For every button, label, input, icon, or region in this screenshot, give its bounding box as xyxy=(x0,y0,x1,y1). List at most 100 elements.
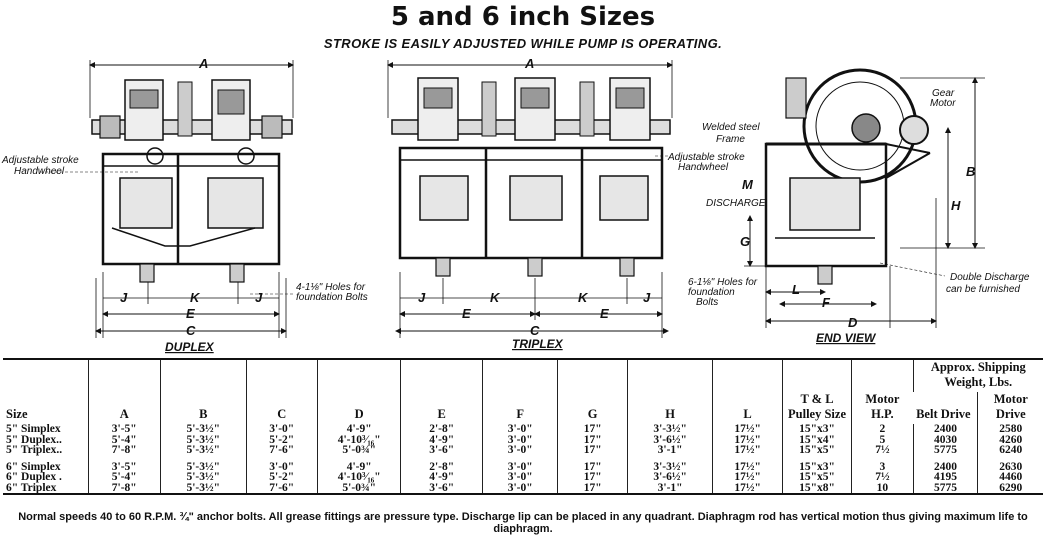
table-cell: 5775 xyxy=(912,482,978,494)
table-cell: 5'-3½" xyxy=(159,445,246,456)
table-cell: 5'-0¾" xyxy=(316,482,401,494)
col-h: H xyxy=(626,359,713,424)
end-view-drawing xyxy=(744,68,985,328)
table-row: 5" Triplex..7'-8"5'-3½"7'-6"5'-0¾"3'-6"3… xyxy=(3,445,1043,456)
duplex-dim-e: E xyxy=(186,306,195,321)
table-cell: 3'-6½" xyxy=(626,434,713,445)
table-cell: 4'-9" xyxy=(400,434,483,445)
triplex-dim-j1: J xyxy=(418,290,426,305)
col-motor-drive: Motor Drive xyxy=(977,392,1043,424)
table-cell: 7½ xyxy=(851,445,914,456)
table-cell: 3'-0" xyxy=(245,455,318,472)
table-cell: 4'-10³⁄₁₆" xyxy=(316,434,401,445)
col-c: C xyxy=(245,359,318,424)
table-cell: 3'-0" xyxy=(245,424,318,435)
end-view-dim-l: L xyxy=(792,282,800,297)
table-cell: 6290 xyxy=(977,482,1043,494)
triplex-bolts-label-1: 6-1⅛" Holes for xyxy=(688,277,758,288)
duplex-caption: DUPLEX xyxy=(165,340,215,354)
triplex-dim-e2: E xyxy=(600,306,609,321)
duplex-bolts-label-2: foundation Bolts xyxy=(296,292,368,303)
table-cell: 17½" xyxy=(712,434,783,445)
col-pulley-size: T & L Pulley Size xyxy=(781,359,852,424)
col-group-shipping-weight: Approx. Shipping Weight, Lbs. xyxy=(912,359,1043,392)
col-size: Size xyxy=(6,407,28,421)
table-cell: 2'-8" xyxy=(400,424,483,435)
table-cell: 17" xyxy=(557,424,628,435)
table-cell: 2 xyxy=(851,424,914,435)
table-cell: 5" Simplex xyxy=(6,423,61,435)
end-view-discharge-label: DISCHARGE xyxy=(706,198,766,209)
triplex-dim-k2: K xyxy=(578,290,589,305)
table-cell: 4'-10³⁄₁₆" xyxy=(316,472,401,483)
col-f: F xyxy=(481,359,558,424)
col-g: G xyxy=(557,359,628,424)
table-cell: 2'-8" xyxy=(400,455,483,472)
table-cell: 2400 xyxy=(912,455,978,472)
duplex-handwheel-label-2: Handwheel xyxy=(14,166,65,177)
duplex-dim-c: C xyxy=(186,323,196,338)
duplex-dim-j1: J xyxy=(120,290,128,305)
table-cell: 4'-9" xyxy=(316,455,401,472)
table-cell: 15"x3" xyxy=(781,424,852,435)
table-cell: 4'-9" xyxy=(400,472,483,483)
table-cell: 17" xyxy=(557,455,628,472)
end-view-dim-h: H xyxy=(951,198,961,213)
table-cell: 5'-0¾" xyxy=(316,445,401,456)
table-cell: 4'-9" xyxy=(316,424,401,435)
triplex-dim-j2: J xyxy=(643,290,651,305)
table-cell: 4260 xyxy=(977,434,1043,445)
table-cell: 17½" xyxy=(712,424,783,435)
table-cell: 15"x8" xyxy=(781,482,852,494)
duplex-drawing xyxy=(40,60,294,338)
table-cell: 7'-6" xyxy=(245,482,318,494)
table-cell: 17½" xyxy=(712,482,783,494)
triplex-dim-c: C xyxy=(530,323,540,338)
triplex-handwheel-label-1: Adjustable stroke xyxy=(667,152,745,163)
table-cell: 15"x5" xyxy=(781,445,852,456)
table-cell: 3'-6" xyxy=(400,445,483,456)
triplex-handwheel-label-2: Handwheel xyxy=(678,162,729,173)
table-cell: 4030 xyxy=(912,434,978,445)
end-view-gear-label-1: Gear xyxy=(932,88,955,99)
table-cell: 15"x3" xyxy=(781,455,852,472)
table-cell: 5 xyxy=(851,434,914,445)
triplex-dim-a: A xyxy=(524,56,534,71)
table-cell: 6" Duplex . xyxy=(6,471,62,483)
end-view-dim-f: F xyxy=(822,295,831,310)
duplex-handwheel-label-1: Adjustable stroke xyxy=(1,155,79,166)
table-row: 6" Duplex . 5'-4"5'-3½"5'-2"4'-10³⁄₁₆"4'-… xyxy=(3,472,1043,483)
table-cell: 15"x5" xyxy=(781,472,852,483)
table-cell: 5'-2" xyxy=(245,434,318,445)
table-cell: 3'-0" xyxy=(481,424,558,435)
duplex-bolts-label-1: 4-1⅛" Holes for xyxy=(296,282,366,293)
table-cell: 17½" xyxy=(712,455,783,472)
table-cell: 7'-6" xyxy=(245,445,318,456)
end-view-gear-label-2: Motor xyxy=(930,98,956,109)
table-cell: 5'-4" xyxy=(87,434,161,445)
col-b: B xyxy=(159,359,246,424)
table-cell: 5'-3½" xyxy=(159,472,246,483)
table-cell: 4460 xyxy=(977,472,1043,483)
table-cell: 3'-6½" xyxy=(626,472,713,483)
col-belt-drive: Belt Drive xyxy=(916,407,971,421)
table-cell: 4195 xyxy=(912,472,978,483)
table-cell: 5'-4" xyxy=(87,472,161,483)
col-motor-hp: Motor H.P. xyxy=(851,359,914,424)
duplex-dim-a: A xyxy=(198,56,208,71)
end-view-double-label-1: Double Discharge xyxy=(950,272,1030,283)
triplex-bolts-label-2: foundation xyxy=(688,287,735,298)
pump-drawings: A J K J E C DUPLEX Adjustable stroke Han… xyxy=(1,56,1030,354)
table-cell: 5'-2" xyxy=(245,472,318,483)
col-e: E xyxy=(400,359,483,424)
table-cell: 2630 xyxy=(977,455,1043,472)
specifications-table: Size A B C D E F G H L T & L Pulley Size… xyxy=(3,358,1043,495)
table-cell: 17½" xyxy=(712,445,783,456)
table-cell: 6" Triplex xyxy=(6,481,57,494)
col-a: A xyxy=(87,359,161,424)
end-view-frame-label-2: Frame xyxy=(716,134,745,145)
end-view-label-m: M xyxy=(742,177,754,192)
